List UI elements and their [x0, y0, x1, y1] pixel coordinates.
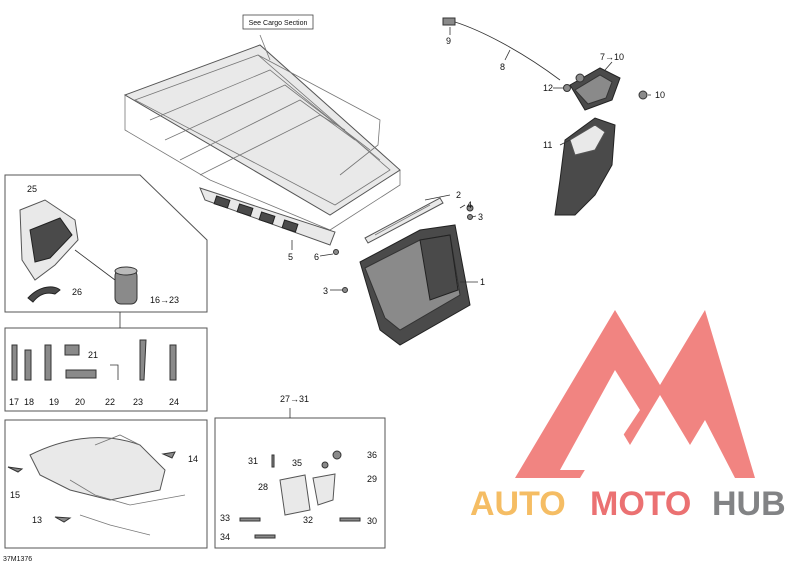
- label-31: 31: [248, 456, 258, 466]
- fasteners: [333, 204, 474, 293]
- label-33: 33: [220, 513, 230, 523]
- watermark-text-hub: HUB: [712, 485, 786, 523]
- label-22: 22: [105, 397, 115, 407]
- part-labels: 1 2 3 3 4 5 6 7→10 8 9 10 11 12 13 14 15…: [9, 36, 665, 542]
- label-10: 10: [655, 90, 665, 100]
- label-27-31: 27→31: [280, 394, 309, 404]
- watermark-text-moto: MOTO: [590, 485, 691, 523]
- label-28: 28: [258, 482, 268, 492]
- watermark-logo: AUTO MOTO HUB: [470, 310, 786, 523]
- label-13: 13: [32, 515, 42, 525]
- section-box-snowmobile: [4, 419, 208, 549]
- label-24: 24: [169, 397, 179, 407]
- label-7-10: 7→10: [600, 52, 624, 62]
- label-2: 2: [456, 190, 461, 200]
- section-box-storage: [4, 174, 208, 313]
- part-5-strip: [199, 187, 336, 246]
- leader-lines: [291, 27, 651, 291]
- part-2-strip: [364, 197, 444, 244]
- label-8: 8: [500, 62, 505, 72]
- label-1: 1: [480, 277, 485, 287]
- label-17: 17: [9, 397, 19, 407]
- label-29: 29: [367, 474, 377, 484]
- label-26: 26: [72, 287, 82, 297]
- label-6: 6: [314, 252, 319, 262]
- figure-code: 37M1376: [3, 556, 32, 563]
- label-30: 30: [367, 516, 377, 526]
- label-36: 36: [367, 450, 377, 460]
- label-9: 9: [446, 36, 451, 46]
- label-35: 35: [292, 458, 302, 468]
- label-23: 23: [133, 397, 143, 407]
- tail-light-assembly: [554, 67, 648, 216]
- label-15: 15: [10, 490, 20, 500]
- label-12: 12: [543, 83, 553, 93]
- label-34: 34: [220, 532, 230, 542]
- label-3a: 3: [478, 212, 483, 222]
- part-8-cable: [442, 17, 561, 81]
- label-4: 4: [467, 200, 472, 210]
- cargo-rack: [123, 34, 401, 231]
- label-19: 19: [49, 397, 59, 407]
- label-16-23: 16→23: [150, 295, 179, 305]
- label-3b: 3: [323, 286, 328, 296]
- part-1-mud-flap: [359, 224, 471, 346]
- label-25: 25: [27, 184, 37, 194]
- label-32: 32: [303, 515, 313, 525]
- label-18: 18: [24, 397, 34, 407]
- see-cargo-section-callout: See Cargo Section: [242, 14, 314, 30]
- see-cargo-section-text: See Cargo Section: [249, 20, 308, 27]
- label-21: 21: [88, 350, 98, 360]
- section-box-hardware: [214, 408, 386, 549]
- label-5: 5: [288, 252, 293, 262]
- label-20: 20: [75, 397, 85, 407]
- label-14: 14: [188, 454, 198, 464]
- label-11: 11: [543, 140, 552, 150]
- watermark-text-auto: AUTO: [470, 485, 566, 523]
- section-box-tools: [4, 312, 208, 412]
